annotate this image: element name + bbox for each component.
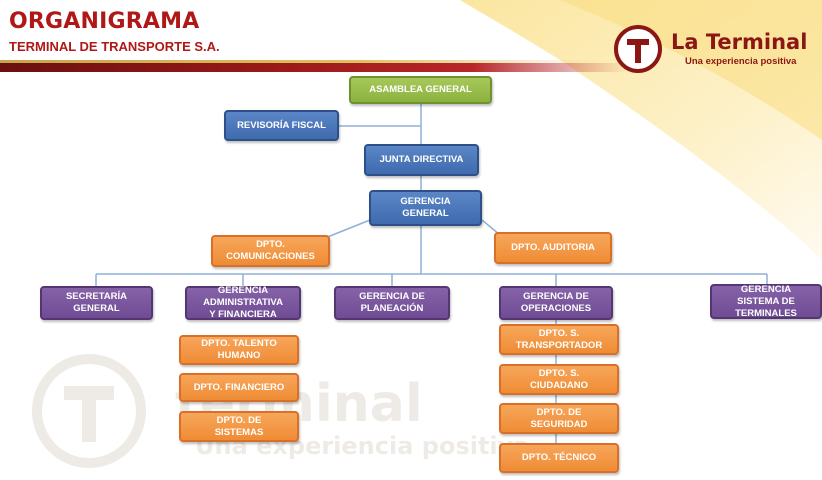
- node-secretaria-general: SECRETARÍA GENERAL: [40, 286, 153, 320]
- node-dpto-comunicaciones: DPTO. COMUNICACIONES: [211, 235, 330, 267]
- node-dpto-seguridad: DPTO. DE SEGURIDAD: [499, 403, 619, 434]
- node-gerencia-operaciones: GERENCIA DE OPERACIONES: [499, 286, 613, 320]
- company-logo: La Terminal Una experiencia positiva: [613, 24, 818, 74]
- node-gerencia-sistema-terminales: GERENCIA SISTEMA DE TERMINALES: [710, 284, 822, 319]
- watermark-logo-icon: [32, 354, 146, 468]
- node-junta-directiva: JUNTA DIRECTIVA: [364, 144, 479, 176]
- node-gerencia-administrativa: GERENCIA ADMINISTRATIVA Y FINANCIERA: [185, 285, 301, 320]
- header-accent: [0, 60, 600, 63]
- terminal-logo-icon: [614, 25, 662, 73]
- node-asamblea-general: ASAMBLEA GENERAL: [349, 76, 492, 104]
- logo-tagline: Una experiencia positiva: [685, 56, 797, 67]
- page-subtitle: TERMINAL DE TRANSPORTE S.A.: [9, 39, 220, 54]
- connector-comunicaciones: [324, 219, 371, 239]
- node-dpto-financiero: DPTO. FINANCIERO: [179, 373, 299, 402]
- node-dpto-auditoria: DPTO. AUDITORIA: [494, 232, 612, 264]
- node-gerencia-general: GERENCIA GENERAL: [369, 190, 482, 226]
- page-title: ORGANIGRAMA: [9, 9, 200, 34]
- node-dpto-talento-humano: DPTO. TALENTO HUMANO: [179, 335, 299, 365]
- node-dpto-tecnico: DPTO. TÉCNICO: [499, 443, 619, 473]
- node-dpto-s-ciudadano: DPTO. S. CIUDADANO: [499, 364, 619, 395]
- node-gerencia-planeacion: GERENCIA DE PLANEACIÓN: [334, 286, 450, 320]
- node-dpto-sistemas: DPTO. DE SISTEMAS: [179, 411, 299, 442]
- node-revisoria-fiscal: REVISORÍA FISCAL: [224, 110, 339, 141]
- logo-name: La Terminal: [671, 30, 808, 54]
- header-bar: [0, 63, 630, 72]
- node-dpto-s-transportador: DPTO. S. TRANSPORTADOR: [499, 324, 619, 355]
